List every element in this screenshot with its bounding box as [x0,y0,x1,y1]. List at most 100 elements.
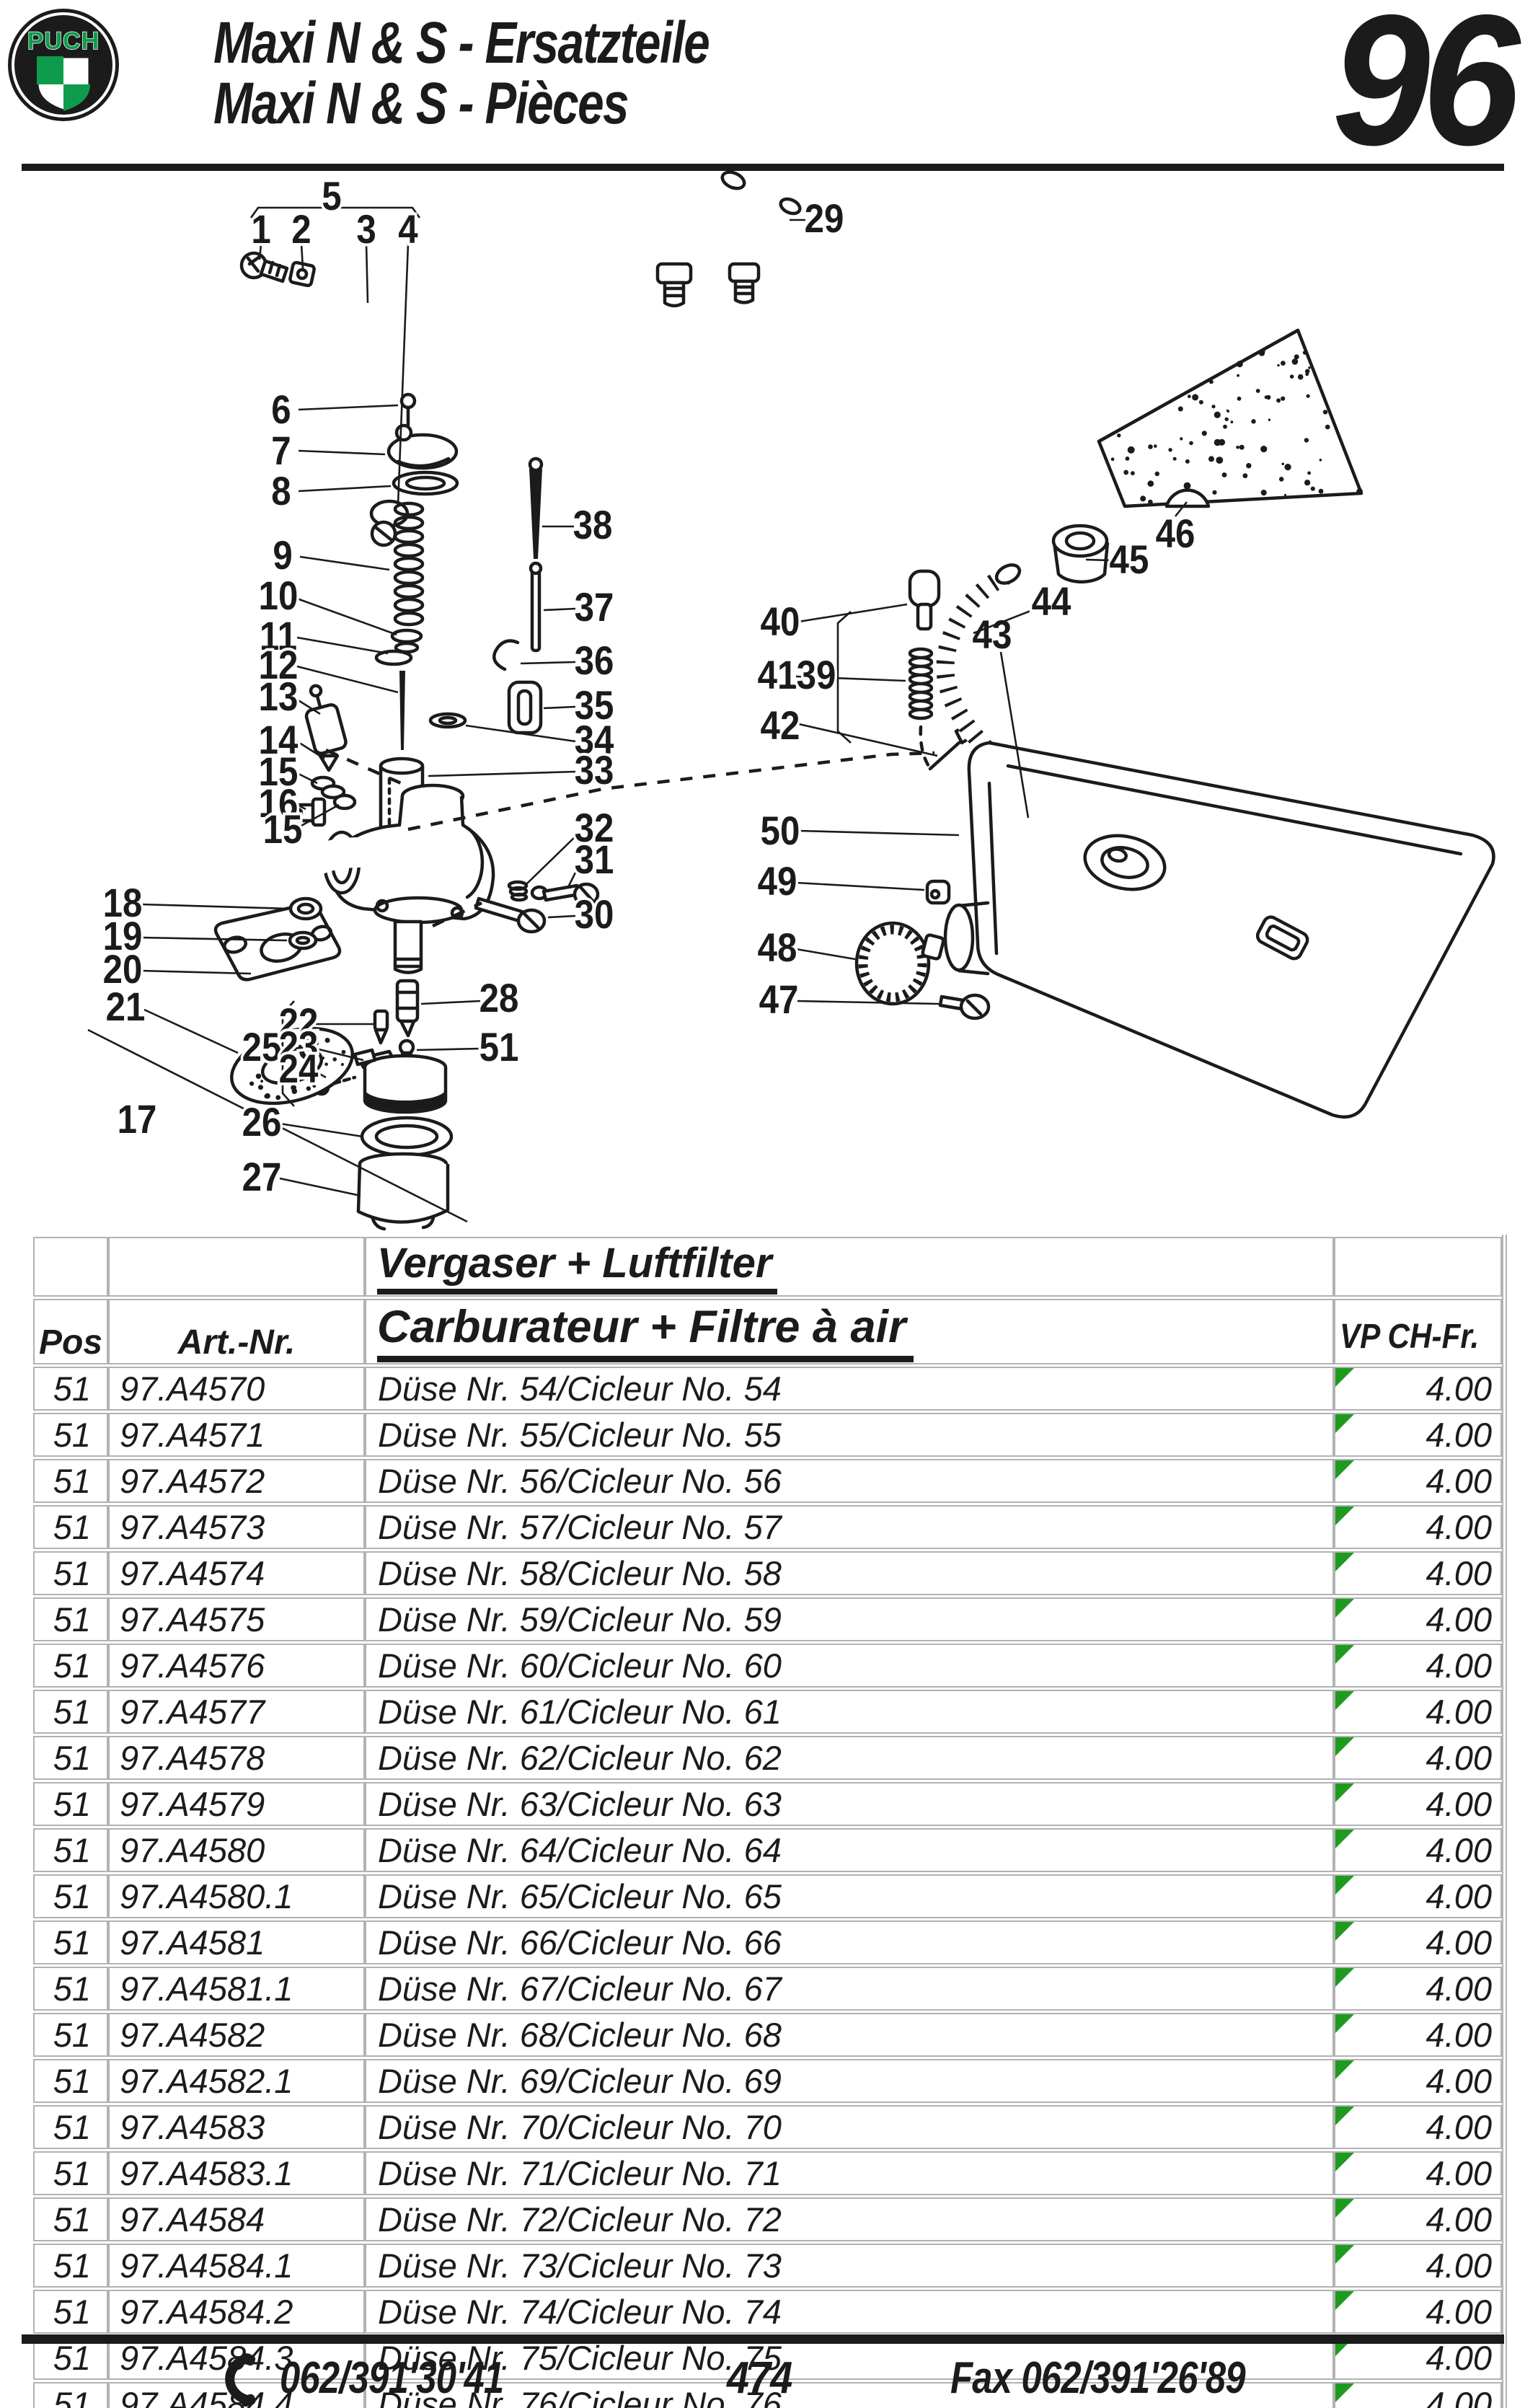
callout-number-11: 11 [260,614,297,659]
callout-number-48: 48 [758,925,797,971]
price-cell: 4.00 [1334,1690,1502,1734]
leader-line [428,770,576,777]
leader-line [298,404,399,411]
green-flag-icon [1335,1507,1354,1525]
callout-number-36: 36 [575,638,614,684]
callout-number-2: 2 [291,207,311,252]
price-cell: 4.00 [1334,2382,1502,2408]
green-flag-icon [1335,2153,1354,2171]
description-cell: Düse Nr. 66/Cicleur No. 66 [365,1920,1334,1964]
leader-line [296,803,306,811]
callout-number-10: 10 [259,573,299,619]
callout-number-40: 40 [761,599,800,645]
price-cell: 4.00 [1334,1367,1502,1411]
footer-phone: 062/391'30'41 [280,2353,504,2403]
art-number-cell: 97.A4571 [108,1413,365,1457]
price-cell: 4.00 [1334,1505,1502,1549]
callout-number-20: 20 [103,947,143,992]
pos-cell: 51 [33,1644,108,1688]
carburetor-body [322,783,495,974]
leader-line [798,603,908,623]
art-number-cell: 97.A4582.1 [108,2059,365,2103]
bowl-screws [474,880,600,934]
exploded-diagram: 5123429678910111213141516151819202117252… [87,170,1495,1231]
callout-number-15: 15 [259,749,299,795]
footer-page-number: 474 [727,2353,792,2403]
callout-bracket-5 [249,206,421,219]
pos-cell: 51 [33,1967,108,2011]
float-bowl-parts [353,1048,454,1231]
float-arm-parts [492,457,544,735]
leader-line [547,914,576,919]
leader-line [296,597,397,636]
price-cell: 4.00 [1334,1459,1502,1503]
description-cell: Düse Nr. 56/Cicleur No. 56 [365,1459,1334,1503]
green-flag-icon [1335,2245,1354,2264]
price-cell: 4.00 [1334,2151,1502,2195]
description-cell: Düse Nr. 76/Cicleur No. 76 [365,2382,1334,2408]
art-number-cell: 97.A4570 [108,1367,365,1411]
leader-line [296,772,318,785]
description-cell: Düse Nr. 55/Cicleur No. 55 [365,1413,1334,1457]
callout-number-7: 7 [271,428,291,474]
callout-number-17: 17 [118,1097,157,1142]
callout-number-8: 8 [271,469,291,514]
green-flag-icon [1335,1691,1354,1710]
leader-line [296,740,325,760]
art-number-cell: 97.A4575 [108,1597,365,1641]
section-title-cell: Vergaser + Luftfilter [365,1237,1334,1297]
parts-table-wrap: Vergaser + Luftfilter Pos Art.-Nr. Carbu… [33,1235,1507,2408]
parts-table: Vergaser + Luftfilter Pos Art.-Nr. Carbu… [33,1235,1502,2408]
callout-number-9: 9 [273,533,292,578]
green-flag-icon [1335,1599,1354,1618]
callout-number-30: 30 [575,892,614,938]
description-cell: Düse Nr. 73/Cicleur No. 73 [365,2244,1334,2288]
leader-line [416,1047,481,1051]
leader-line [258,243,262,260]
dashed-links [325,748,935,928]
green-flag-icon [1335,2291,1354,2310]
green-flag-icon [1335,1460,1354,1479]
callout-number-38: 38 [573,503,613,548]
art-number-cell: 97.A4580 [108,1828,365,1872]
pos-cell: 51 [33,1367,108,1411]
leader-line [797,1000,940,1005]
leader-line [315,1070,327,1079]
callout-number-45: 45 [1110,537,1149,583]
pos-cell: 51 [33,2013,108,2057]
leader-line [298,485,392,493]
art-number-cell: 97.A4584 [108,2197,365,2241]
pos-cell: 51 [33,2197,108,2241]
callout-number-6: 6 [271,387,291,433]
callout-number-27: 27 [242,1155,282,1200]
callout-number-34: 34 [575,718,614,763]
art-number-cell: 97.A4584.1 [108,2244,365,2288]
callout-bracket-39 [836,611,852,744]
callout-number-5: 5 [322,174,341,219]
puch-logo-text: PUCH [27,27,100,55]
price-cell: 4.00 [1334,2244,1502,2288]
leader-line [795,881,925,891]
empty-cell [33,1237,108,1297]
leader-line [795,675,906,682]
gasket-texture [249,1033,346,1101]
callout-brackets [87,206,852,1223]
leader-line [298,449,386,456]
callout-number-28: 28 [479,976,519,1021]
description-cell: Düse Nr. 62/Cicleur No. 62 [365,1736,1334,1780]
pos-cell: 51 [33,1690,108,1734]
art-number-cell: 97.A4579 [108,1782,365,1826]
art-number-cell: 97.A4572 [108,1459,365,1503]
price-cell: 4.00 [1334,1736,1502,1780]
